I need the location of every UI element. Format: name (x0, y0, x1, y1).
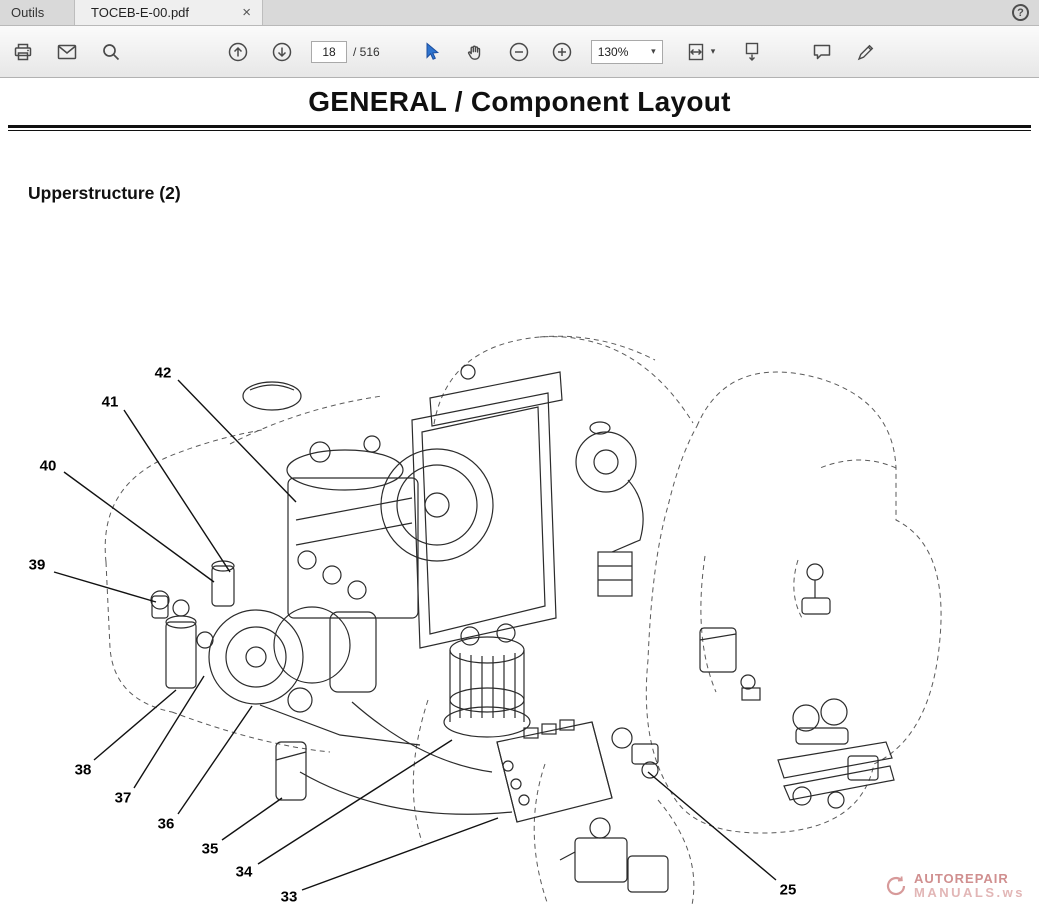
callout-39: 39 (28, 556, 46, 574)
document-page: GENERAL / Component Layout Upperstructur… (0, 78, 1039, 910)
pen-icon (857, 44, 874, 60)
print-button[interactable] (8, 37, 38, 67)
callout-35: 35 (201, 840, 219, 858)
watermark-line1: AUTOREPAIR (914, 871, 1009, 886)
callout-42: 42 (154, 364, 172, 382)
page-total-label: / 516 (353, 44, 380, 59)
section-heading: Upperstructure (2) (28, 183, 181, 203)
zoom-level-value: 130% (597, 44, 629, 59)
fit-width-chevron-icon[interactable]: ▾ (710, 46, 716, 56)
fit-width-button[interactable] (683, 37, 709, 67)
zoom-level-select[interactable]: 130% ▾ (590, 39, 663, 64)
tab-document-label: TOCEB-E-00.pdf (91, 5, 190, 20)
comment-bubble-icon (813, 44, 831, 59)
callout-38: 38 (74, 761, 92, 779)
email-button[interactable] (52, 37, 82, 67)
hand-tool-button[interactable] (460, 37, 490, 67)
fit-width-icon (688, 43, 703, 60)
arrow-up-circle-icon (228, 42, 248, 61)
tab-bar: Outils TOCEB-E-00.pdf × ? (0, 0, 1039, 26)
zoom-in-button[interactable] (547, 37, 577, 67)
arrow-down-circle-icon (272, 42, 292, 61)
callout-25: 25 (779, 881, 797, 899)
search-icon (103, 43, 120, 60)
page-number-input[interactable] (311, 40, 347, 63)
circular-arrow-icon (886, 876, 906, 896)
toolbar: / 516 130% ▾ ▾ (0, 26, 1039, 78)
callout-33: 33 (280, 888, 298, 906)
scroll-mode-icon (746, 42, 759, 61)
tab-document[interactable]: TOCEB-E-00.pdf × (75, 0, 263, 25)
chevron-down-icon: ▾ (651, 46, 656, 56)
page-title: GENERAL / Component Layout (308, 86, 731, 117)
search-button[interactable] (96, 37, 126, 67)
hand-icon (467, 44, 480, 60)
tab-outils[interactable]: Outils (0, 0, 75, 25)
next-page-button[interactable] (267, 37, 297, 67)
comment-button[interactable] (807, 37, 837, 67)
select-tool-button[interactable] (416, 37, 446, 67)
tab-outils-label: Outils (11, 5, 45, 20)
watermark-line2: MANUALS.ws (914, 885, 1025, 900)
title-rule-thick (8, 125, 1031, 128)
watermark: AUTOREPAIR MANUALS.ws (883, 872, 1025, 900)
printer-icon (14, 43, 32, 60)
callout-37: 37 (114, 789, 132, 807)
envelope-icon (57, 44, 77, 59)
help-icon[interactable]: ? (1012, 4, 1029, 21)
previous-page-button[interactable] (223, 37, 253, 67)
plus-circle-icon (552, 42, 571, 61)
close-icon[interactable]: × (242, 4, 251, 21)
pointer-icon (426, 41, 439, 60)
zoom-out-button[interactable] (504, 37, 534, 67)
callout-40: 40 (39, 457, 57, 475)
callout-41: 41 (101, 393, 119, 411)
callout-34: 34 (235, 863, 253, 881)
callout-36: 36 (157, 815, 175, 833)
minus-circle-icon (509, 42, 528, 61)
title-rule-thin (8, 130, 1031, 131)
highlight-button[interactable] (851, 37, 881, 67)
page-display-button[interactable] (737, 37, 767, 67)
